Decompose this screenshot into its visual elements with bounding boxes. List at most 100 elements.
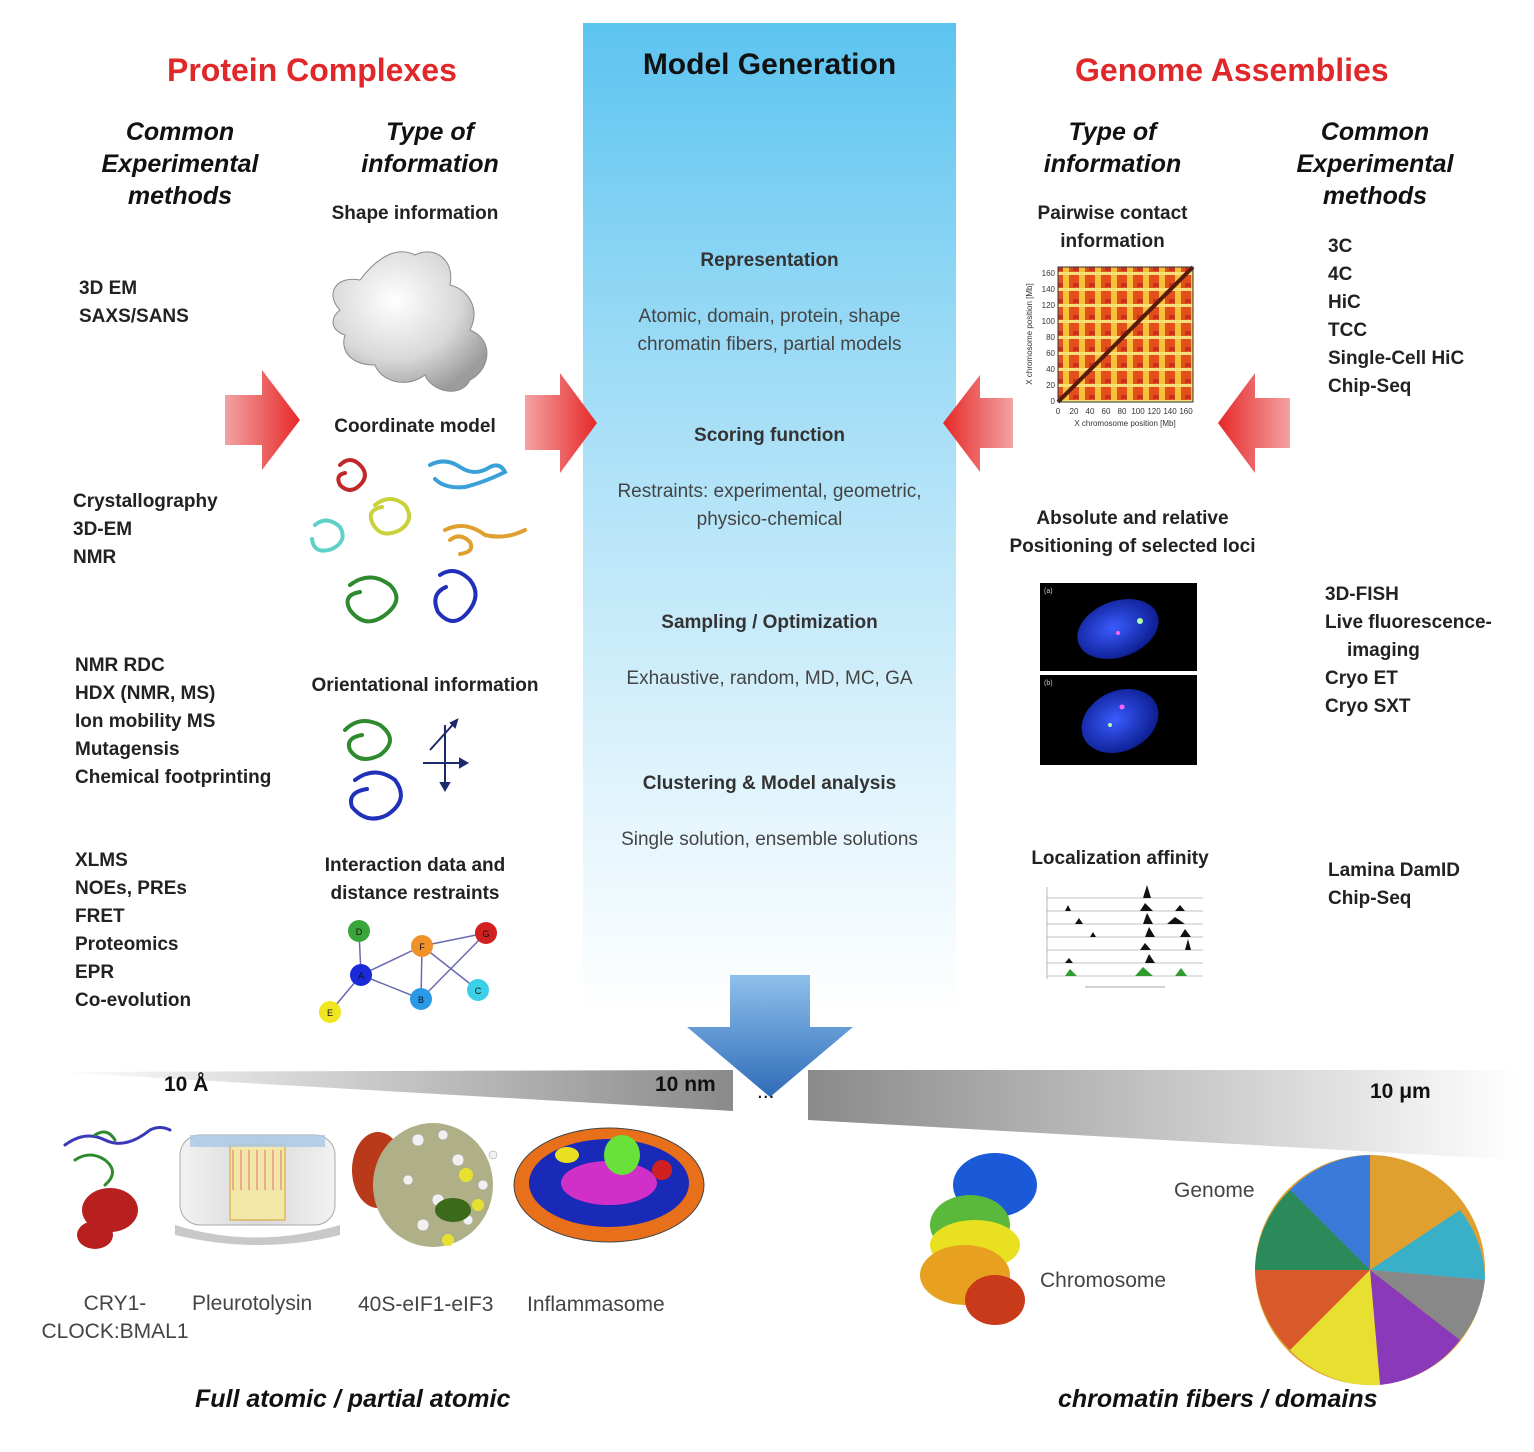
hic-contact-map: 160 140 120 100 80 60 40 20 0 0 20 40 60…: [1025, 265, 1195, 428]
heatmap-x-tick: 80: [1118, 407, 1127, 416]
model-generation-title: Model Generation: [642, 48, 897, 81]
scale-label-10um: 10 μm: [1370, 1080, 1431, 1103]
interaction-network-diagram: D F G A B C E: [319, 920, 497, 1023]
example-label-cry1: CRY1-CLOCK:BMAL1: [41, 1292, 189, 1343]
heatmap-y-tick: 40: [1046, 365, 1055, 374]
network-node-label: G: [482, 929, 489, 939]
example-label-chromosome: Chromosome: [1040, 1269, 1167, 1292]
scale-ellipsis: ...: [757, 1080, 775, 1103]
step-desc-scoring: Restraints: experimental, geometric, phy…: [617, 481, 922, 530]
arrow-left-icon: [943, 375, 1013, 472]
chip-seq-tracks: [1046, 885, 1203, 988]
method-item: NMR RDC: [75, 655, 165, 676]
method-item: NMR: [73, 547, 117, 568]
positioning-methods-list: 3D-FISH Live fluorescence- imaging Cryo …: [1325, 581, 1492, 721]
network-node-c: C: [467, 979, 489, 1001]
fish-microscopy-images: (a) (b): [1040, 583, 1197, 765]
heatmap-y-tick: 0: [1051, 397, 1056, 406]
method-item: 3C: [1328, 236, 1353, 257]
orientational-information-label: Orientational information: [311, 675, 539, 696]
contact-methods-list: 3C 4C HiC TCC Single-Cell HiC Chip-Seq: [1328, 233, 1464, 401]
example-label-genome: Genome: [1174, 1179, 1255, 1202]
method-item: 3D-EM: [73, 519, 133, 540]
coordinate-methods-list: Crystallography 3D-EM NMR: [73, 488, 218, 572]
method-item: HDX (NMR, MS): [75, 683, 216, 704]
heatmap-x-label: X chromosome position [Mb]: [1074, 419, 1175, 428]
right-methods-header: Common Experimental methods: [1296, 118, 1454, 210]
heatmap-x-tick: 20: [1070, 407, 1079, 416]
heatmap-y-tick: 20: [1046, 381, 1055, 390]
heatmap-y-tick: 100: [1042, 317, 1056, 326]
method-item: Proteomics: [75, 934, 179, 955]
method-item: TCC: [1328, 320, 1368, 341]
step-title-sampling: Sampling / Optimization: [661, 612, 878, 633]
step-desc-representation: Atomic, domain, protein, shape chromatin…: [637, 306, 902, 355]
method-item: Cryo ET: [1325, 668, 1398, 689]
heatmap-x-tick: 60: [1102, 407, 1111, 416]
network-node-label: E: [327, 1008, 333, 1018]
step-title-scoring: Scoring function: [694, 425, 845, 446]
left-info-header: Type of information: [361, 118, 499, 178]
method-item: HiC: [1328, 292, 1361, 313]
left-methods-header: Common Experimental methods: [101, 118, 259, 210]
method-item: Ion mobility MS: [75, 711, 216, 732]
method-item: XLMS: [75, 850, 128, 871]
arrow-right-icon: [525, 373, 597, 473]
scale-wedge-small: [55, 1070, 733, 1111]
method-item: Crystallography: [73, 491, 218, 512]
step-title-representation: Representation: [700, 250, 839, 271]
footer-atomic-label: Full atomic / partial atomic: [195, 1385, 511, 1413]
inflammasome-structure: [513, 1127, 705, 1243]
localization-affinity-label: Localization affinity: [1031, 848, 1209, 869]
right-info-header: Type of information: [1043, 118, 1182, 178]
fish-panel-label: (b): [1044, 680, 1053, 687]
method-item: Cryo SXT: [1325, 696, 1411, 717]
orientation-structures-image: [343, 718, 470, 821]
method-item: 3D-FISH: [1325, 584, 1399, 605]
interaction-methods-list: XLMS NOEs, PREs FRET Proteomics EPR Co-e…: [75, 847, 191, 1015]
method-item: NOEs, PREs: [75, 878, 187, 899]
method-item: Co-evolution: [75, 990, 192, 1011]
heatmap-y-tick: 160: [1042, 269, 1056, 278]
heatmap-x-tick: 160: [1179, 407, 1193, 416]
shape-methods-list: 3D EM SAXS/SANS: [79, 275, 189, 331]
genome-assemblies-title: Genome Assemblies: [1075, 52, 1389, 88]
heatmap-y-tick: 140: [1042, 285, 1056, 294]
affinity-methods-list: Lamina DamID Chip-Seq: [1328, 857, 1460, 913]
orientational-methods-list: NMR RDC HDX (NMR, MS) Ion mobility MS Mu…: [75, 652, 271, 792]
model-generation-panel: [583, 23, 956, 1013]
40s-eif1-eif3-structure: [352, 1123, 498, 1247]
heatmap-x-tick: 140: [1163, 407, 1177, 416]
example-label-pleurotolysin: Pleurotolysin: [192, 1292, 313, 1315]
method-item: Chip-Seq: [1328, 888, 1412, 909]
step-title-clustering: Clustering & Model analysis: [642, 773, 897, 794]
coordinate-model-label: Coordinate model: [334, 416, 496, 437]
heatmap-x-tick: 40: [1086, 407, 1095, 416]
method-item: Mutagensis: [75, 739, 180, 760]
pairwise-contact-label: Pairwise contact information: [1037, 203, 1188, 252]
network-node-label: C: [475, 986, 482, 996]
arrow-right-icon: [225, 370, 300, 470]
scale-label-10a: 10 Å: [164, 1073, 209, 1096]
footer-chromatin-label: chromatin fibers / domains: [1058, 1385, 1378, 1413]
method-item: Chemical footprinting: [75, 767, 272, 788]
fish-panel-label: (a): [1044, 588, 1053, 595]
network-node-label: D: [356, 927, 363, 937]
network-node-g: G: [475, 922, 497, 944]
heatmap-y-tick: 120: [1042, 301, 1056, 310]
network-node-a: A: [350, 964, 372, 986]
step-desc-sampling: Exhaustive, random, MD, MC, GA: [626, 668, 913, 689]
interaction-data-label: Interaction data and distance restraints: [324, 855, 506, 904]
method-item: Live fluorescence-: [1325, 612, 1492, 633]
method-item: Single-Cell HiC: [1328, 348, 1465, 369]
method-item: 4C: [1328, 264, 1353, 285]
network-node-label: A: [358, 971, 364, 981]
heatmap-y-tick: 60: [1046, 349, 1055, 358]
network-node-label: F: [419, 942, 425, 952]
em-density-shape-image: [332, 251, 488, 392]
network-node-label: B: [418, 995, 424, 1005]
pleurotolysin-structure: [175, 1134, 340, 1245]
heatmap-y-label: X chromosome position [Mb]: [1025, 283, 1034, 384]
arrow-down-icon: [687, 975, 853, 1097]
